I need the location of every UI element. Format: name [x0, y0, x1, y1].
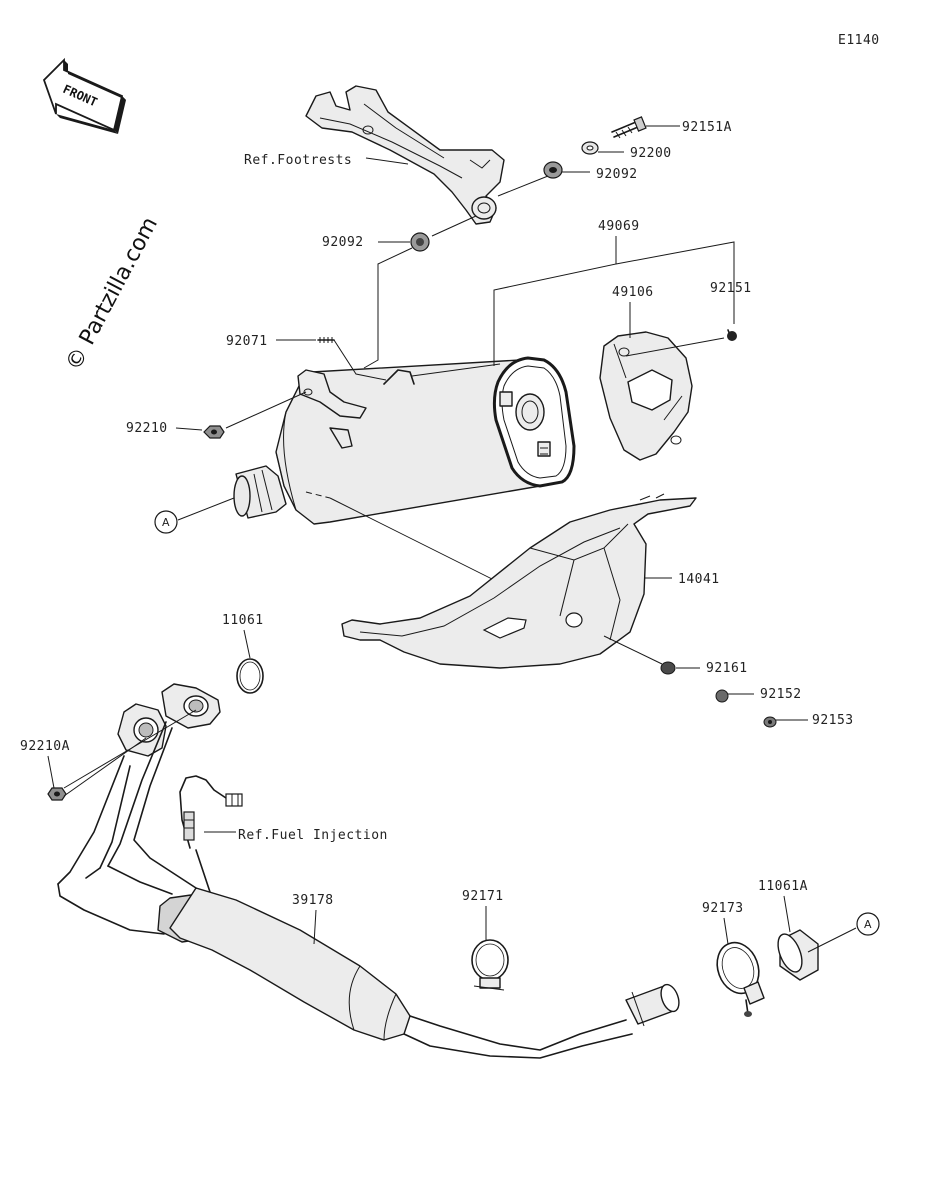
label-92210: 92210 [126, 421, 168, 436]
label-ref-fuel-injection: Ref.Fuel Injection [238, 828, 388, 843]
stud-92071 [317, 337, 335, 343]
watermark: © Partzilla.com [61, 213, 163, 375]
bolt-92151A [611, 116, 647, 139]
clamp-92171 [471, 939, 509, 991]
washer-92200 [581, 141, 599, 155]
nut-92210A [47, 787, 67, 801]
label-92171: 92171 [462, 889, 504, 904]
nut-92161 [660, 661, 676, 675]
nut-92210 [203, 425, 225, 439]
o2-sensor [179, 775, 243, 899]
label-92092-lower: 92092 [322, 235, 364, 250]
label-92152: 92152 [760, 687, 802, 702]
svg-text:A: A [864, 918, 872, 931]
label-92153: 92153 [812, 713, 854, 728]
muffler [275, 356, 576, 525]
grommet-92092-upper [543, 161, 563, 179]
label-49106: 49106 [612, 285, 654, 300]
label-92200: 92200 [630, 146, 672, 161]
label-92092-upper: 92092 [596, 167, 638, 182]
label-92071: 92071 [226, 334, 268, 349]
label-11061A: 11061A [758, 879, 808, 894]
label-92210A: 92210A [20, 739, 70, 754]
header-flanges [117, 683, 221, 757]
label-49069: 49069 [598, 219, 640, 234]
grommet-92092-lower [410, 232, 430, 252]
front-arrow-icon: FRONT [42, 57, 126, 134]
label-92173: 92173 [702, 901, 744, 916]
clamp-92173 [716, 941, 765, 1017]
label-92151A: 92151A [682, 120, 732, 135]
label-92161: 92161 [706, 661, 748, 676]
muffler-cover-49106 [599, 331, 693, 461]
muffler-inlet [233, 465, 287, 519]
ref-marker-a-right: A [856, 912, 880, 936]
svg-text:A: A [162, 516, 170, 529]
diagram-code: E1140 [838, 33, 880, 48]
gasket-11061 [236, 658, 264, 694]
label-92151: 92151 [710, 281, 752, 296]
label-14041: 14041 [678, 572, 720, 587]
gasket-11061A [777, 929, 819, 981]
ref-marker-a-left: A [154, 510, 178, 534]
footrest-bracket [305, 85, 505, 225]
exhaust-pipe-39178 [57, 721, 680, 1059]
label-39178: 39178 [292, 893, 334, 908]
label-ref-footrests: Ref.Footrests [244, 153, 352, 168]
collar-92152 [715, 689, 729, 703]
screw-92151 [727, 329, 737, 341]
label-11061: 11061 [222, 613, 264, 628]
heat-guard-14041 [341, 493, 697, 669]
bolt-92153 [763, 716, 777, 728]
